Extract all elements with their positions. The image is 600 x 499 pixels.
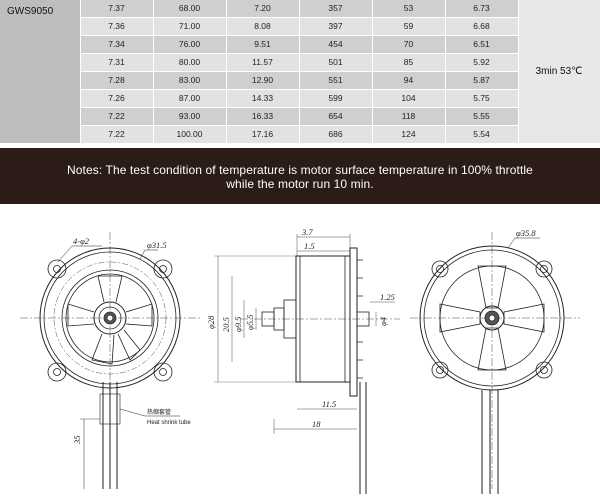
notes-line-1: Notes: The test condition of temperature… bbox=[67, 163, 533, 177]
table-cell: 5.55 bbox=[445, 107, 519, 126]
table-cell: 104 bbox=[372, 89, 446, 108]
table-cell: 8.08 bbox=[226, 17, 300, 36]
table-cell: 68.00 bbox=[153, 0, 227, 18]
table-cell: 454 bbox=[299, 35, 373, 54]
table-cell: 686 bbox=[299, 125, 373, 144]
table-cell: 83.00 bbox=[153, 71, 227, 90]
table-cell: 6.51 bbox=[445, 35, 519, 54]
table-cell: 14.33 bbox=[226, 89, 300, 108]
label-heat-shrink-cn: 热缩套管 bbox=[147, 408, 171, 416]
table-cell: 124 bbox=[372, 125, 446, 144]
test-condition-cell: 3min 53℃ bbox=[518, 0, 600, 144]
motor-technical-drawing: 4-φ2 φ31.5 热缩套管 Heat shrink tube 35 bbox=[20, 227, 580, 494]
table-cell: 7.22 bbox=[80, 107, 154, 126]
front-view bbox=[20, 232, 200, 489]
notes-band: Notes: The test condition of temperature… bbox=[0, 148, 600, 204]
table-cell: 7.36 bbox=[80, 17, 154, 36]
table-cell: 70 bbox=[372, 35, 446, 54]
table-cell: 551 bbox=[299, 71, 373, 90]
dim-35-8: φ35.8 bbox=[516, 228, 536, 238]
rear-view bbox=[410, 232, 580, 494]
dim-9-5: φ9.5 bbox=[233, 317, 243, 332]
dim-5-5: φ5.5 bbox=[245, 315, 255, 330]
table-cell: 501 bbox=[299, 53, 373, 72]
dim-1-5: 1.5 bbox=[304, 241, 315, 251]
table-cell: 80.00 bbox=[153, 53, 227, 72]
dim-mount-holes: 4-φ2 bbox=[73, 236, 90, 246]
table-cell: 397 bbox=[299, 17, 373, 36]
table-cell: 654 bbox=[299, 107, 373, 126]
table-cell: 100.00 bbox=[153, 125, 227, 144]
table-cell: 12.90 bbox=[226, 71, 300, 90]
table-cell: 7.28 bbox=[80, 71, 154, 90]
model-cell: GWS9050 bbox=[0, 0, 81, 144]
dim-20-5: 20.5 bbox=[221, 317, 231, 332]
notes-line-2: while the motor run 10 min. bbox=[226, 177, 374, 191]
dim-18: 18 bbox=[312, 419, 321, 429]
side-view bbox=[214, 234, 400, 494]
dim-28: φ28 bbox=[206, 315, 216, 329]
dim-3-7: 3.7 bbox=[301, 227, 313, 237]
dim-lead-length: 35 bbox=[72, 436, 82, 446]
table-cell: 118 bbox=[372, 107, 446, 126]
table-cell: 5.92 bbox=[445, 53, 519, 72]
table-cell: 6.73 bbox=[445, 0, 519, 18]
table-cell: 9.51 bbox=[226, 35, 300, 54]
table-cell: 7.26 bbox=[80, 89, 154, 108]
table-cell: 7.34 bbox=[80, 35, 154, 54]
table-cell: 599 bbox=[299, 89, 373, 108]
table-cell: 16.33 bbox=[226, 107, 300, 126]
table-cell: 7.31 bbox=[80, 53, 154, 72]
dim-4: φ4 bbox=[378, 316, 388, 326]
dim-bolt-circle: φ31.5 bbox=[147, 240, 167, 250]
table-cell: 6.68 bbox=[445, 17, 519, 36]
table-cell: 71.00 bbox=[153, 17, 227, 36]
table-cell: 17.16 bbox=[226, 125, 300, 144]
dim-1-25: 1.25 bbox=[380, 292, 395, 302]
table-cell: 7.37 bbox=[80, 0, 154, 18]
table-cell: 11.57 bbox=[226, 53, 300, 72]
table-cell: 5.54 bbox=[445, 125, 519, 144]
table-cell: 357 bbox=[299, 0, 373, 18]
table-cell: 76.00 bbox=[153, 35, 227, 54]
table-cell: 93.00 bbox=[153, 107, 227, 126]
table-cell: 59 bbox=[372, 17, 446, 36]
table-cell: 7.20 bbox=[226, 0, 300, 18]
table-cell: 5.87 bbox=[445, 71, 519, 90]
table-cell: 7.22 bbox=[80, 125, 154, 144]
dim-11-5: 11.5 bbox=[322, 399, 336, 409]
table-cell: 87.00 bbox=[153, 89, 227, 108]
table-cell: 53 bbox=[372, 0, 446, 18]
table-cell: 5.75 bbox=[445, 89, 519, 108]
table-cell: 85 bbox=[372, 53, 446, 72]
label-heat-shrink-en: Heat shrink tube bbox=[147, 420, 191, 426]
table-cell: 94 bbox=[372, 71, 446, 90]
